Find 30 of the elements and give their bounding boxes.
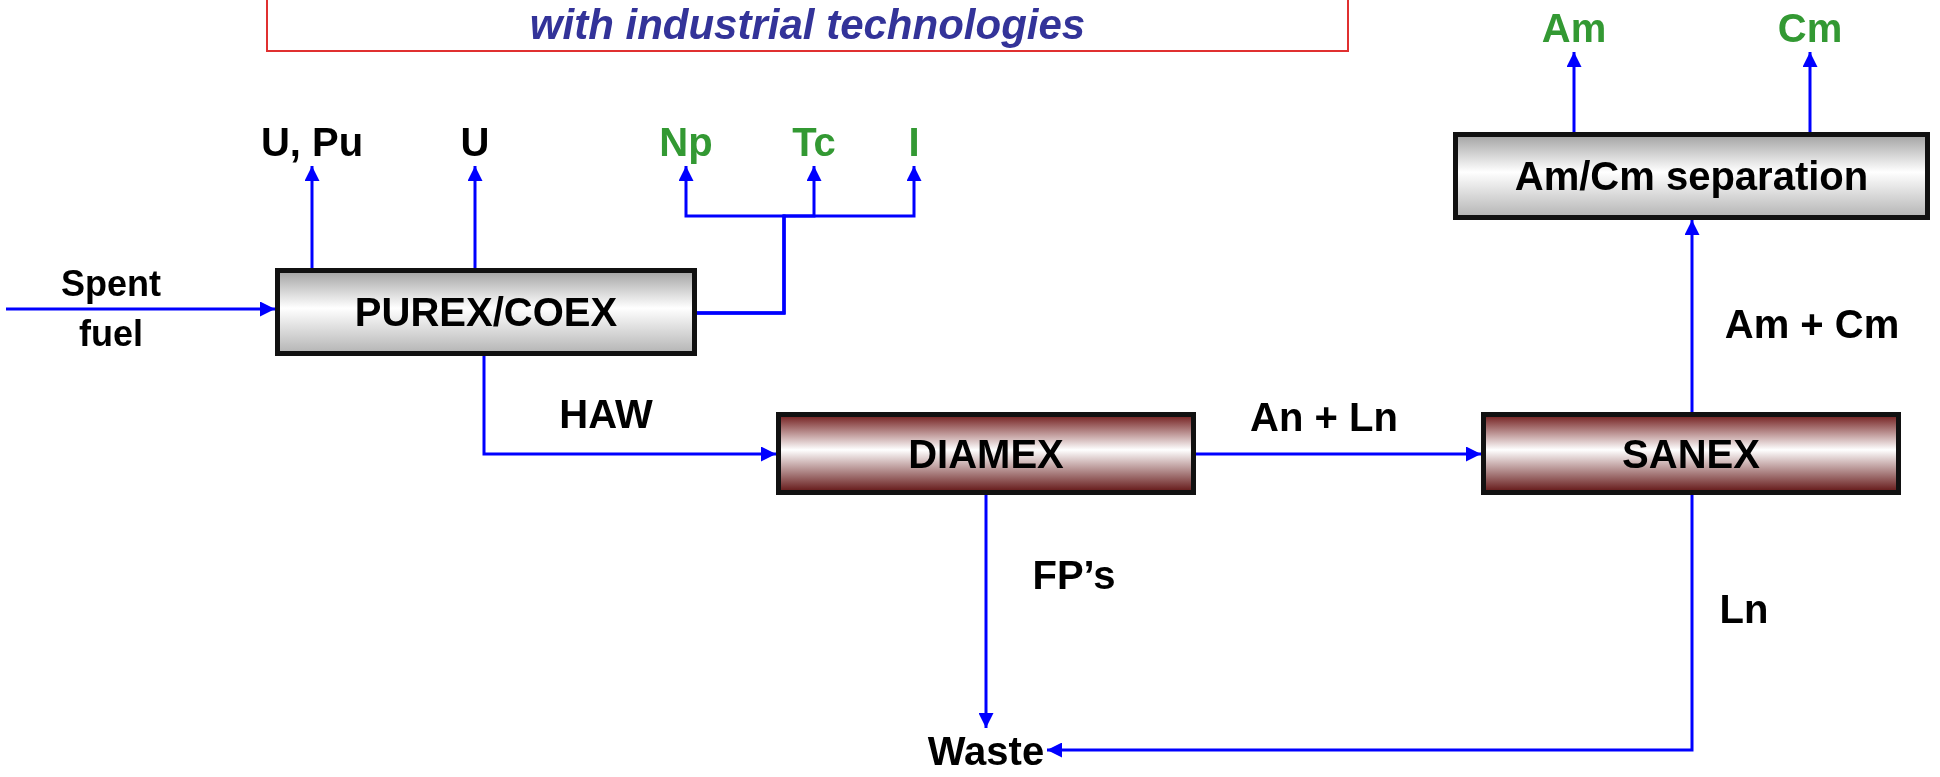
- flow-arrow: [304, 166, 320, 268]
- edge-label: An + Ln: [1249, 395, 1399, 439]
- process-box: SANEX: [1481, 412, 1901, 495]
- stream-label: U: [445, 118, 505, 166]
- edge-label: Am + Cm: [1723, 302, 1901, 346]
- stream-label: Am: [1529, 4, 1619, 52]
- flow-arrow: [978, 495, 994, 728]
- stream-label: Np: [646, 118, 726, 166]
- process-box: Am/Cm separation: [1453, 132, 1930, 220]
- flow-arrow: [697, 166, 922, 315]
- flow-arrow: [467, 166, 483, 268]
- process-box: DIAMEX: [776, 412, 1196, 495]
- flow-arrow: [6, 301, 275, 317]
- flow-arrow: [482, 356, 776, 462]
- process-box: PUREX/COEX: [275, 268, 697, 356]
- stream-label: Cm: [1765, 4, 1855, 52]
- flow-arrow: [1566, 52, 1582, 132]
- edge-label: Spent fuel: [60, 262, 162, 356]
- edge-label: Ln: [1718, 587, 1770, 631]
- flow-arrow: [1802, 52, 1818, 132]
- stream-label: Tc: [779, 118, 849, 166]
- flow-arrow: [1684, 220, 1700, 412]
- stream-label: I: [894, 118, 934, 166]
- stream-label: Waste: [925, 728, 1047, 774]
- stream-label: U, Pu: [242, 118, 382, 166]
- edge-label: HAW: [558, 392, 654, 436]
- edge-label: FP’s: [1031, 553, 1117, 597]
- flow-arrow: [1196, 446, 1481, 462]
- flow-arrow: [1047, 495, 1694, 758]
- title: with industrial technologies: [529, 0, 1086, 50]
